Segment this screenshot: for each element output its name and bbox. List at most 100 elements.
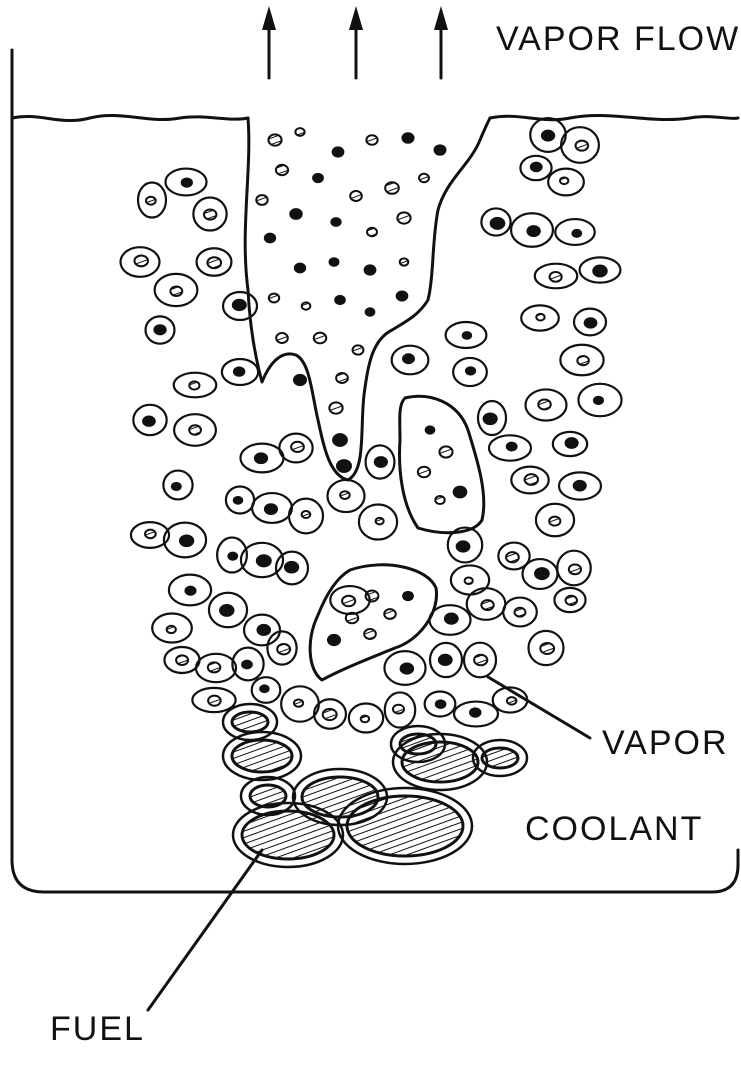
vapor-bubble (223, 292, 257, 320)
fuel-droplet (367, 228, 377, 237)
vapor-bubble (349, 704, 383, 733)
vapor-bubble (574, 309, 606, 336)
vapor-bubble (536, 504, 574, 537)
vapor-bubble (429, 605, 470, 635)
fuel-droplet (419, 174, 429, 182)
vapor-bubble (578, 384, 621, 416)
vapor-bubble (133, 405, 166, 435)
vapor-bubble (511, 467, 548, 494)
vapor-pocket-central (400, 396, 484, 532)
fuel-droplet (454, 487, 467, 498)
vapor-bubble (163, 471, 192, 500)
vapor-bubble (448, 528, 482, 563)
fuel-droplet (313, 174, 323, 182)
vapor-bubble (451, 565, 489, 594)
fuel-mass (473, 740, 527, 776)
vapor-bubble (535, 264, 577, 289)
vapor-leader-line (488, 677, 590, 738)
vapor-flow-arrows (262, 6, 448, 78)
vapor-bubble (454, 702, 498, 727)
fuel-droplet (346, 613, 358, 624)
vapor-bubble (446, 322, 487, 348)
vapor-bubble (164, 647, 199, 673)
vapor-bubble (554, 588, 585, 612)
vessel-wall (12, 50, 738, 892)
fuel-droplet (435, 496, 444, 504)
fuel-droplet (397, 291, 408, 300)
vapor-bubble (138, 182, 166, 217)
vapor-bubble (327, 480, 364, 512)
fuel-droplet (400, 258, 409, 265)
fuel-droplet (295, 264, 305, 273)
vapor-bubble (314, 699, 346, 728)
fuel-droplet (403, 592, 413, 600)
vapor-flow-label: VAPOR FLOW (496, 22, 740, 56)
fuel-droplet (384, 609, 395, 619)
vapor-bubble (503, 598, 537, 627)
fuel-droplet (364, 629, 376, 639)
vapor-bubble (498, 543, 529, 570)
vapor-bubble (557, 551, 590, 586)
fuel-droplet (302, 302, 311, 309)
fuel-droplet (365, 265, 376, 274)
fuel-droplet (366, 308, 375, 315)
fuel-label: FUEL (50, 1012, 145, 1046)
vapor-bubble (521, 305, 559, 330)
coolant-surface (12, 115, 738, 120)
vapor-bubble (385, 692, 415, 727)
coolant-label: COOLANT (525, 812, 703, 846)
vapor-bubble (511, 213, 553, 246)
vapor-bubble (384, 651, 425, 685)
vapor-bubble (553, 432, 587, 456)
vapor-bubble (478, 401, 506, 435)
fuel-droplet (276, 333, 288, 343)
fuel-mass (223, 704, 277, 740)
vapor-bubble (560, 345, 603, 376)
vapor-bubble (467, 588, 506, 620)
fuel-droplet (330, 258, 339, 266)
vapor-bubble (164, 523, 206, 558)
vapor-bubble (529, 631, 564, 665)
fuel-droplet (333, 434, 347, 446)
vapor-bubble (330, 586, 369, 614)
fuel-droplet (333, 147, 344, 156)
vapor-bubble (289, 499, 323, 534)
vapor-bubble (226, 487, 254, 514)
vapor-bubble (425, 692, 456, 717)
vapor-bubble (121, 247, 160, 277)
vapor-bubble (209, 593, 247, 627)
fuel-droplet (337, 460, 351, 472)
up-arrow-icon (434, 6, 448, 78)
vapor-bubble (555, 219, 595, 245)
fuel-droplet (331, 218, 340, 226)
vapor-bubble (267, 631, 296, 664)
fuel-droplet (353, 345, 364, 354)
vapor-pocket-lower (310, 565, 436, 680)
vapor-bubble (392, 346, 429, 375)
vapor-bubble (453, 358, 487, 386)
vapor-bubble (169, 575, 211, 606)
fuel-droplet (290, 209, 301, 219)
fuel-droplet (268, 134, 281, 145)
fuel-droplet (426, 426, 435, 433)
up-arrow-icon (262, 6, 276, 78)
fuel-droplet (397, 212, 410, 223)
fuel-droplet (385, 182, 399, 194)
fuel-droplet (269, 294, 279, 303)
vapor-bubble (193, 197, 226, 230)
fuel-mass (293, 769, 387, 825)
fuel-droplet (276, 165, 288, 175)
fuel-droplet (328, 635, 340, 645)
vapor-bubble (252, 493, 292, 523)
fuel-droplet (314, 333, 327, 344)
vapor-label: VAPOR (602, 726, 729, 760)
vapor-bubble (580, 257, 621, 282)
fuel-droplet (439, 446, 452, 457)
fuel-droplet (350, 191, 362, 201)
fuel-droplet (366, 135, 377, 145)
vapor-bubble (366, 445, 395, 478)
fuel-droplet (335, 296, 345, 304)
vapor-bubble (222, 359, 258, 385)
fuel-droplet (256, 195, 267, 205)
fuel-droplet (294, 375, 306, 385)
